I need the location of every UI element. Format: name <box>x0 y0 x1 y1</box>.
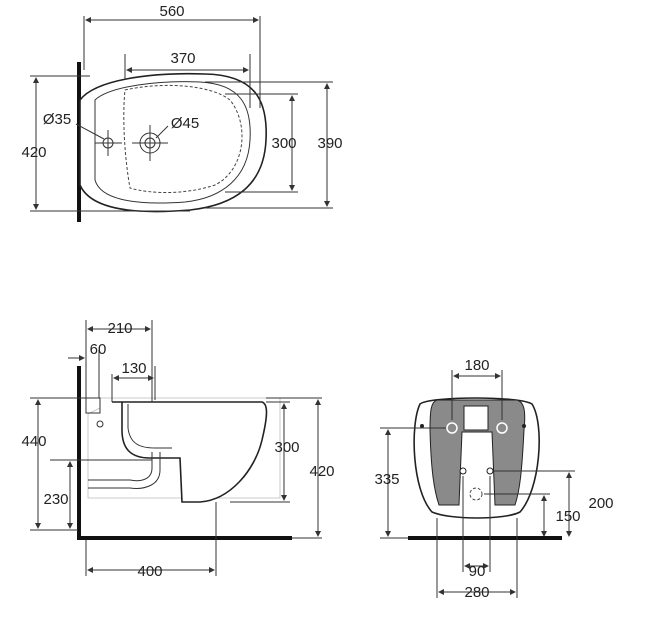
dim-420-top: 420 <box>21 144 46 161</box>
top-view: 560 370 300 390 420 Ø35 Ø45 <box>21 3 343 222</box>
dim-180: 180 <box>464 357 489 374</box>
drain-position <box>469 487 483 501</box>
bolt-right <box>496 422 508 434</box>
dim-420-side: 420 <box>309 463 334 480</box>
dim-280: 280 <box>464 584 489 601</box>
dim-370: 370 <box>170 50 195 67</box>
inlet-opening <box>463 405 489 431</box>
dim-drain-hole: Ø45 <box>171 115 199 132</box>
dim-300-side: 300 <box>274 439 299 456</box>
bidet-rim-top <box>94 81 251 204</box>
side-view: 210 60 130 440 230 300 420 400 <box>21 320 335 580</box>
dim-230: 230 <box>43 491 68 508</box>
bolt-left <box>446 422 458 434</box>
dim-150: 150 <box>555 508 580 525</box>
dim-335: 335 <box>374 471 399 488</box>
dim-440: 440 <box>21 433 46 450</box>
dim-560: 560 <box>159 3 184 20</box>
fixing-hole-right <box>486 467 494 475</box>
tap-outlet <box>96 420 104 428</box>
dim-300-top: 300 <box>271 135 296 152</box>
bidet-outline-top <box>79 72 267 213</box>
dim-130: 130 <box>121 360 146 377</box>
rear-view: 180 335 200 150 90 280 <box>374 357 613 601</box>
bowl-inner-side <box>127 404 172 449</box>
bidet-outline-side <box>112 401 268 503</box>
dim-200: 200 <box>588 495 613 512</box>
dim-60: 60 <box>90 341 107 358</box>
dim-400: 400 <box>137 563 162 580</box>
dim-210: 210 <box>107 320 132 337</box>
dim-tap-hole: Ø35 <box>43 111 71 128</box>
dim-390: 390 <box>317 135 342 152</box>
trap-outline <box>88 452 161 489</box>
dim-90: 90 <box>469 563 486 580</box>
bowl-dashed-outline <box>123 84 243 193</box>
fixing-hole-left <box>459 467 467 475</box>
tap-body <box>85 397 101 414</box>
